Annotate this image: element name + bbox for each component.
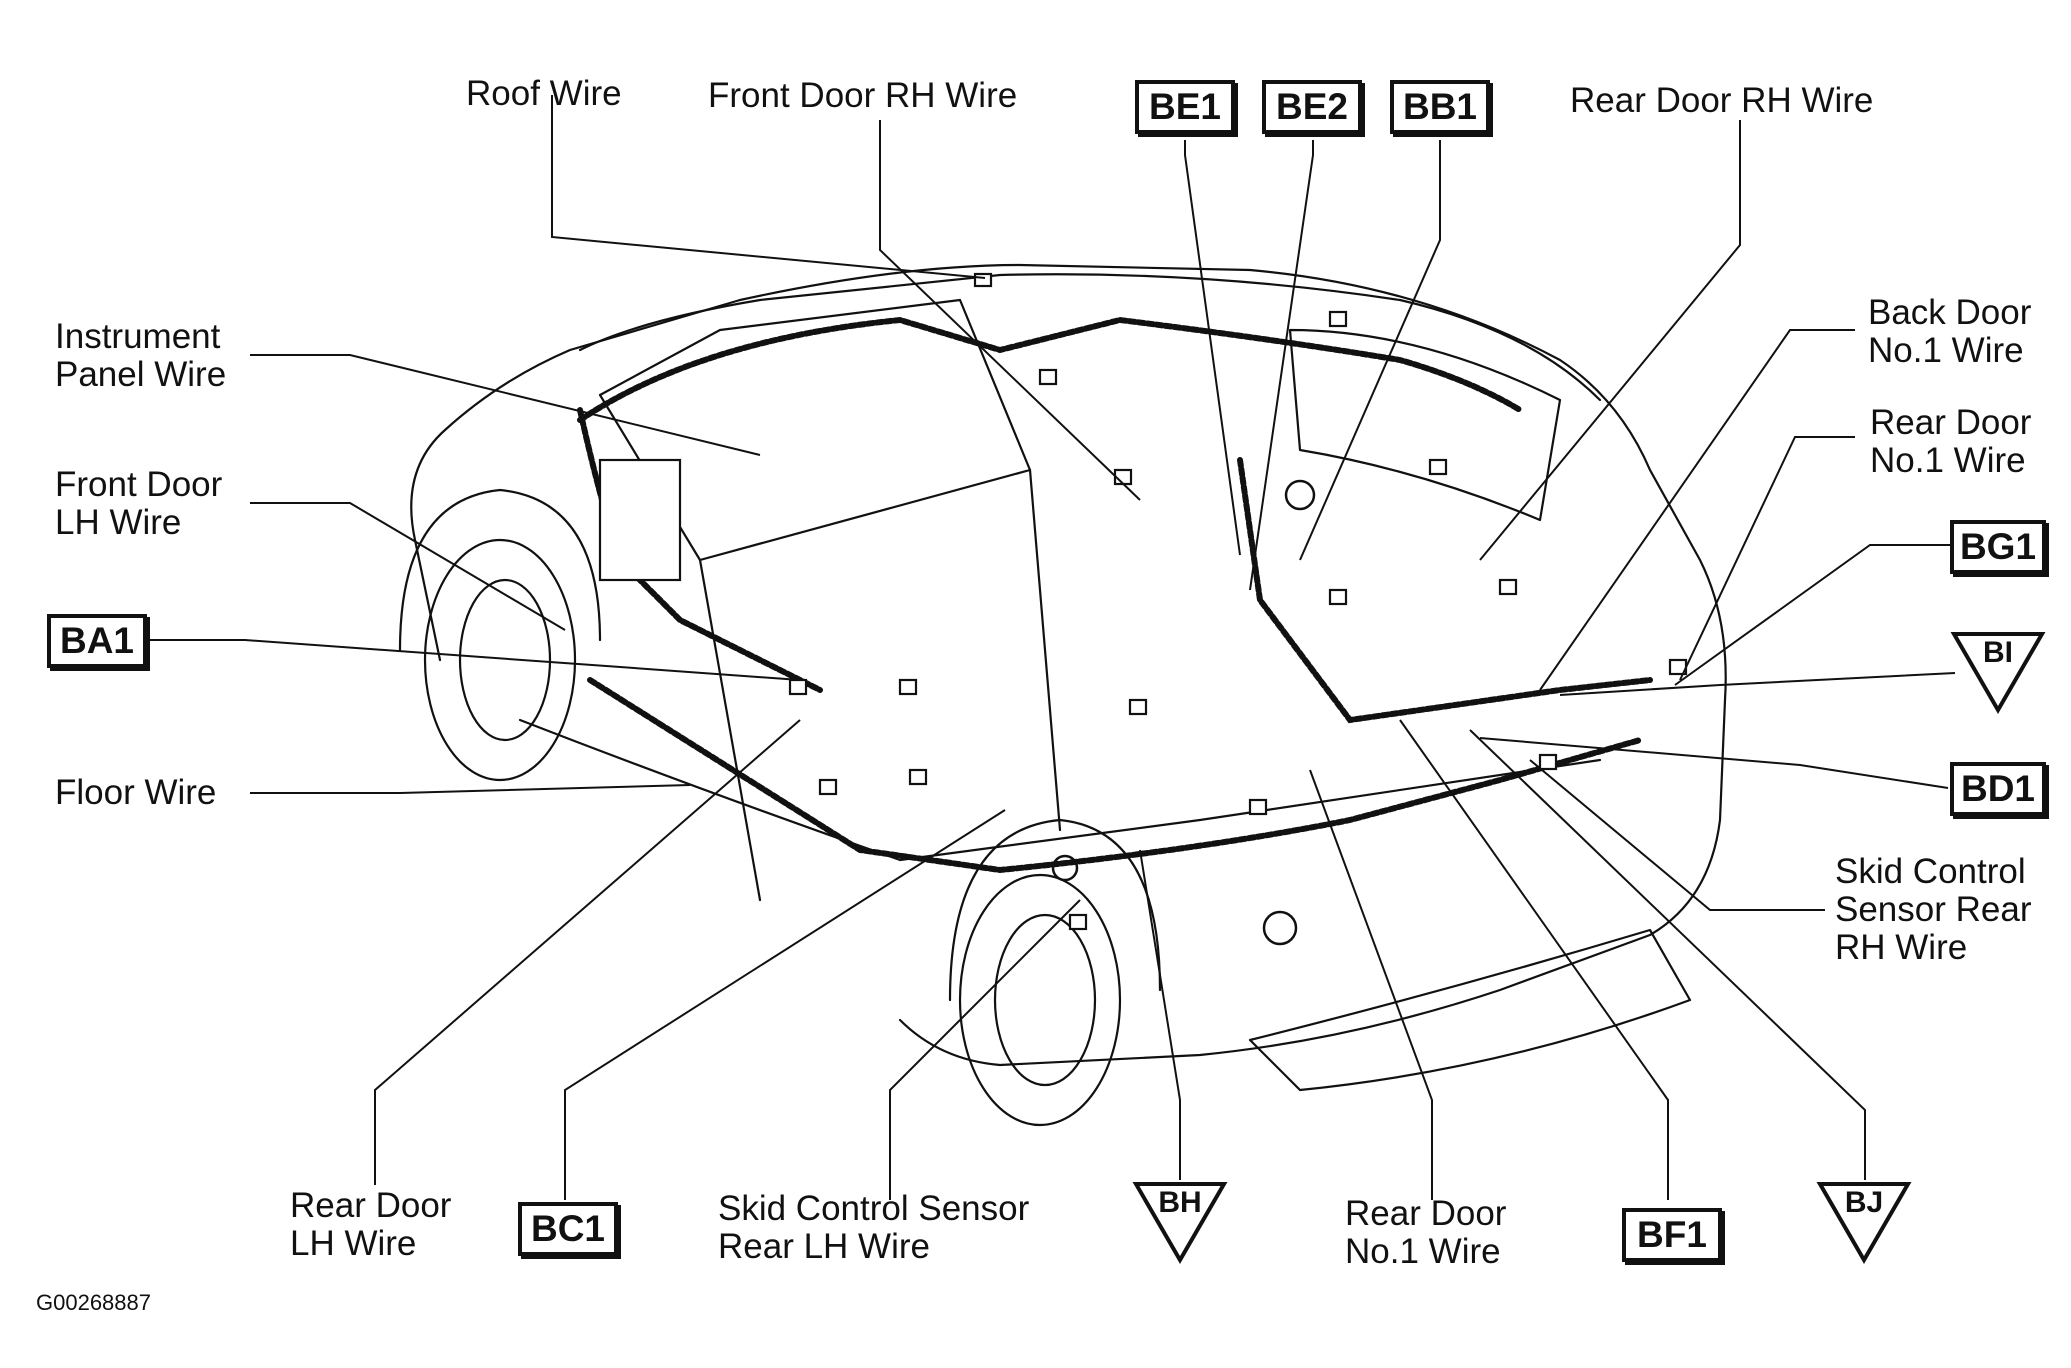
tag-be1: BE1 [1135,80,1235,134]
front-wheel-rim [458,578,552,742]
rear-wheel-arch [948,818,1162,1002]
leader-bd1 [1479,737,1949,789]
leader-bj [1469,729,1866,1180]
tag-bc1: BC1 [518,1202,618,1256]
leader-ba1 [142,639,801,681]
tag-bb1: BB1 [1390,80,1490,134]
leader-bh [1139,849,1181,1180]
tag-bg1: BG1 [1950,520,2046,574]
tag-bd1: BD1 [1950,762,2046,816]
leader-front-door-lh-wire [250,502,566,631]
ground-marker-bi: BI [1950,630,2046,714]
floor-wire-harness [587,677,1643,874]
label-roof-wire: Roof Wire [466,74,622,113]
connector [1128,698,1148,716]
tag-be2: BE2 [1262,80,1362,134]
ground-marker-label: BI [1983,636,2013,669]
ground-marker-bj: BJ [1816,1180,1912,1264]
front-wheel-arch [398,488,602,652]
label-rear-door-no1-wire-right: Rear Door No.1 Wire [1870,403,2032,480]
connector [898,678,918,696]
label-rear-door-lh-wire: Rear Door LH Wire [290,1186,452,1263]
label-rear-door-no1-wire-bottom: Rear Door No.1 Wire [1345,1194,1507,1271]
leader-back-door-no1-wire [1539,329,1855,691]
connector [1068,913,1088,931]
ground-marker-label: BH [1158,1186,1202,1219]
triangle-icon [1950,632,2046,714]
leader-rear-door-lh-wire [374,719,801,1185]
grommet [1262,910,1298,946]
leader-bb1 [1299,140,1441,561]
label-front-door-lh-wire: Front Door LH Wire [55,465,223,542]
leader-rear-door-no1-wire-right [1679,436,1855,681]
connector [973,272,993,288]
leader-rear-door-rh-wire [1479,120,1741,561]
car-door-line [698,468,1062,902]
label-floor-wire: Floor Wire [55,773,217,812]
leader-rear-door-no1-wire-bottom [1309,769,1433,1200]
leader-bi [1559,672,1956,696]
car-roof-line [578,273,1602,402]
figure-id: G00268887 [36,1290,151,1315]
car-bumper [1248,928,1692,1092]
label-front-door-rh-wire: Front Door RH Wire [708,76,1018,115]
connector [1038,368,1058,386]
roof-wire-harness [577,316,1523,423]
car-window-frame [598,298,1032,562]
connector [1328,310,1348,328]
label-skid-sensor-rear-lh-wire: Skid Control Sensor Rear LH Wire [718,1189,1030,1266]
connector [908,768,928,786]
leader-be1 [1184,140,1241,556]
car-lower-line [518,718,1602,862]
leader-front-door-rh-wire [879,120,1141,501]
rear-wheel [958,873,1122,1127]
rear-wheel-rim [993,913,1097,1087]
leader-floor-wire [250,784,691,794]
leader-skid-lh-wire [889,899,1081,1200]
leader-bc1 [564,809,1006,1200]
triangle-icon [1132,1182,1228,1264]
label-rear-door-rh-wire: Rear Door RH Wire [1570,81,1874,120]
junction-block [598,458,682,582]
leader-roof-wire [551,95,986,279]
triangle-icon [1816,1182,1912,1264]
front-wheel [423,538,577,782]
connector [1248,798,1268,816]
connector [818,778,838,796]
leader-skid-rh-wire [1529,759,1825,911]
label-instrument-panel-wire: Instrument Panel Wire [55,317,227,394]
leader-be2 [1249,140,1314,591]
connector [1498,578,1518,596]
leader-bf1 [1399,719,1669,1200]
connector [1538,753,1558,771]
tag-bf1: BF1 [1622,1208,1722,1262]
label-back-door-no1-wire: Back Door No.1 Wire [1868,293,2032,370]
connector [788,678,808,696]
ground-marker-bh: BH [1132,1180,1228,1264]
leader-instrument-panel-wire [250,354,761,456]
label-skid-sensor-rear-rh-wire: Skid Control Sensor Rear RH Wire [1835,852,2032,967]
grommet [1051,854,1079,882]
car-rear-window [1288,328,1562,522]
ground-marker-label: BJ [1844,1186,1884,1219]
connector [1328,588,1348,606]
grommet [1284,479,1316,511]
leader-bg1 [1674,544,1950,686]
rear-harness [1237,457,1653,724]
connector [1428,458,1448,476]
tag-ba1: BA1 [47,614,147,668]
car-body-outline [410,263,1727,1067]
